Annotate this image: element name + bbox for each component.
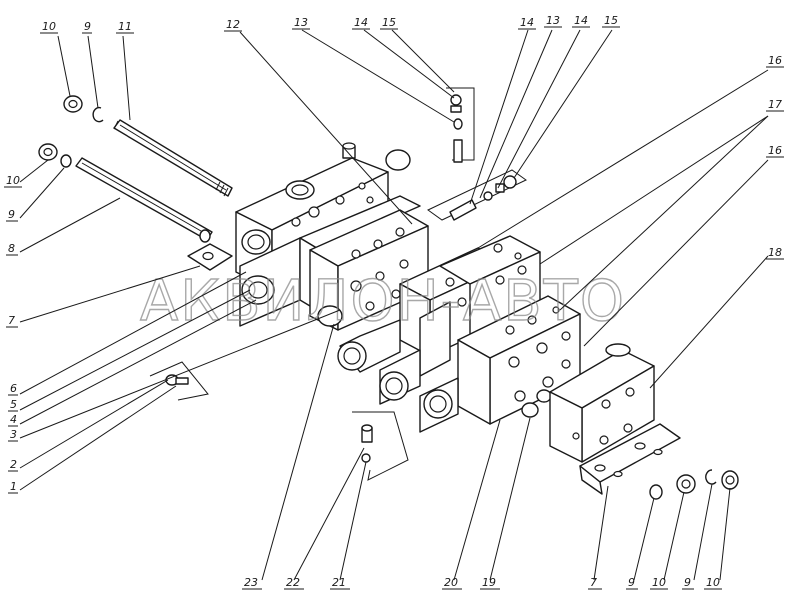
callout-bottom-20: 20	[444, 576, 458, 589]
thread-marks	[113, 120, 229, 197]
callout-top-15a: 15	[382, 16, 396, 29]
watermark-text: АКВИЛОН-АВТО	[140, 269, 626, 334]
part-valve-section-lower-left	[239, 195, 421, 327]
callout-left-6: 6	[10, 382, 17, 395]
callout-top-14a: 14	[354, 16, 368, 29]
callout-bottom-22: 22	[286, 576, 300, 589]
part-valve-section-fourth	[379, 235, 541, 405]
callout-left-5: 5	[10, 398, 17, 411]
callout-right-18: 18	[768, 246, 782, 259]
callout-left-8: 8	[8, 242, 15, 255]
callout-right-17: 17	[768, 98, 782, 111]
part-nut-bottom-2	[721, 470, 739, 490]
callout-top-10: 10	[42, 20, 56, 33]
callout-bottom-10b: 10	[706, 576, 720, 589]
part-stud-long-lower	[75, 157, 213, 243]
part-washer-top	[92, 106, 104, 123]
callout-bottom-19: 19	[482, 576, 496, 589]
callout-bottom-9b: 9	[684, 576, 691, 589]
callout-left-10: 10	[6, 174, 20, 187]
callout-top-14b: 14	[520, 16, 534, 29]
callout-left-7: 7	[8, 314, 15, 327]
callout-labels: 10 9 11 12 13 14 15 14 13 14 15 16 17 16…	[4, 14, 784, 590]
callout-bottom-7: 7	[590, 576, 597, 589]
callout-top-9: 9	[84, 20, 91, 33]
callout-top-13a: 13	[294, 16, 308, 29]
callout-left-4: 4	[10, 413, 17, 426]
callout-bottom-21: 21	[332, 576, 346, 589]
part-end-cover	[549, 343, 655, 463]
callout-bottom-9a: 9	[628, 576, 635, 589]
callout-right-16b: 16	[768, 144, 782, 157]
callout-left-3: 3	[10, 428, 17, 441]
part-valve-section-middle	[309, 209, 429, 331]
part-inset-valve-upper	[446, 87, 475, 163]
leader-lines	[19, 29, 769, 581]
part-inset-fitting-bottom	[352, 411, 409, 481]
part-nut-left	[38, 143, 58, 161]
callout-top-14c: 14	[574, 14, 588, 27]
callout-bottom-10a: 10	[652, 576, 666, 589]
part-mounting-bracket-left	[187, 243, 233, 271]
callout-top-12: 12	[226, 18, 240, 31]
part-valve-section-front	[419, 295, 581, 433]
part-washer-bottom-1	[649, 484, 663, 500]
callout-left-2: 2	[10, 458, 17, 471]
callout-left-9: 9	[8, 208, 15, 221]
part-inset-fitting-left	[149, 361, 209, 401]
part-mounting-bracket-right	[579, 423, 681, 495]
callout-right-16a: 16	[768, 54, 782, 67]
part-nut-top	[63, 95, 83, 113]
part-nut-bottom-1	[676, 474, 696, 494]
part-inset-valve-lower	[427, 169, 527, 221]
callout-top-13b: 13	[546, 14, 560, 27]
callout-left-1: 1	[10, 480, 17, 493]
callout-top-11: 11	[118, 20, 132, 33]
part-stud-long-upper	[113, 119, 233, 197]
callout-top-15b: 15	[604, 14, 618, 27]
part-washer-bottom-2	[705, 469, 717, 485]
callout-bottom-23: 23	[244, 576, 258, 589]
part-washer-left	[60, 154, 72, 168]
